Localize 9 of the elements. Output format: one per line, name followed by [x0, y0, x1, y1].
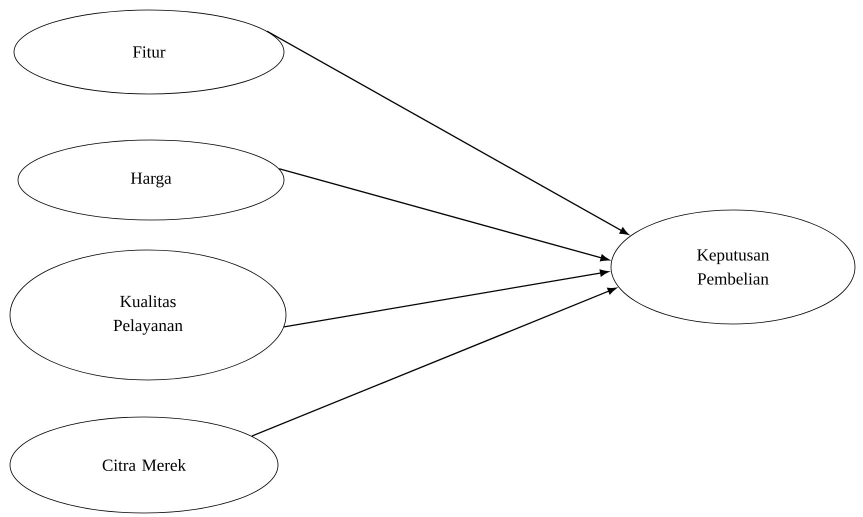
arrow: [278, 168, 610, 262]
arrow: [252, 288, 617, 437]
ellipse-node: Citra Merek: [10, 416, 278, 514]
arrow: [266, 30, 629, 235]
ellipse-node: Kualitas Pelayanan: [10, 250, 286, 380]
ellipse-node: Keputusan Pembelian: [610, 210, 856, 324]
arrow: [284, 270, 609, 328]
ellipse-node: Harga: [18, 140, 284, 220]
ellipse-node: Fitur: [14, 10, 284, 94]
